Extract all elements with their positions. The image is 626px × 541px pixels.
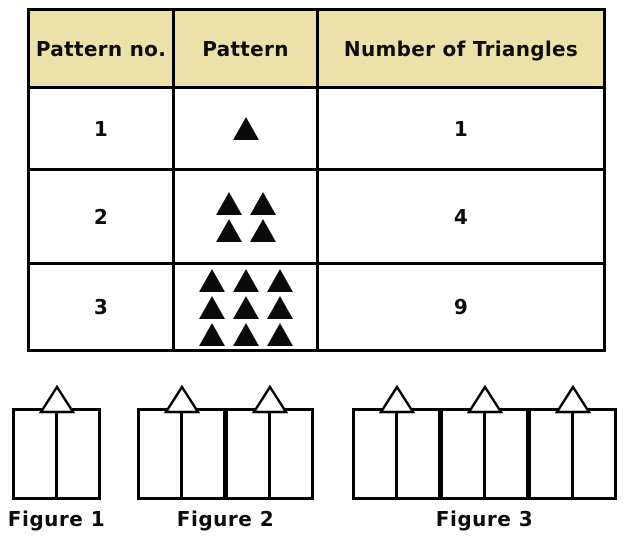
triangle-count-cell: 9 — [316, 262, 606, 352]
solid-triangle-icon — [266, 268, 293, 292]
solid-triangle-icon — [249, 218, 276, 242]
solid-triangle-icon — [266, 322, 293, 346]
table-row: 1 1 — [27, 86, 606, 171]
pattern-no-cell: 3 — [27, 262, 175, 352]
header-number-of-triangles: Number of Triangles — [316, 8, 606, 89]
triangle-grid — [232, 117, 259, 140]
solid-triangle-icon — [198, 295, 225, 319]
pattern-cell — [172, 168, 319, 265]
house-unit — [137, 384, 226, 500]
outline-triangle-icon — [251, 384, 288, 414]
pattern-cell — [172, 262, 319, 352]
header-pattern-no: Pattern no. — [27, 8, 175, 89]
pattern-table: Pattern no. Pattern Number of Triangles … — [27, 8, 606, 352]
house-row — [352, 384, 617, 500]
figure-label: Figure 1 — [7, 507, 106, 531]
figure-1: Figure 1 — [8, 382, 105, 531]
unit-divider — [268, 411, 271, 497]
unit-divider — [395, 411, 398, 497]
outline-triangle-icon — [163, 384, 200, 414]
solid-triangle-icon — [266, 295, 293, 319]
solid-triangle-icon — [232, 117, 259, 140]
house-unit — [352, 384, 441, 500]
pattern-no-cell: 2 — [27, 168, 175, 265]
figure-3: Figure 3 — [352, 382, 617, 531]
triangle-count-cell: 4 — [316, 168, 606, 265]
house-unit — [12, 384, 101, 500]
solid-triangle-icon — [232, 295, 259, 319]
solid-triangle-icon — [232, 322, 259, 346]
solid-triangle-icon — [198, 322, 225, 346]
house-unit — [528, 384, 617, 500]
triangle-count-cell: 1 — [316, 86, 606, 171]
pattern-cell — [172, 86, 319, 171]
outline-triangle-icon — [554, 384, 591, 414]
solid-triangle-icon — [232, 268, 259, 292]
table-row: 3 9 — [27, 262, 606, 352]
solid-triangle-icon — [215, 218, 242, 242]
triangle-grid — [198, 268, 293, 346]
table-row: 2 4 — [27, 168, 606, 265]
header-pattern: Pattern — [172, 8, 319, 89]
solid-triangle-icon — [249, 191, 276, 215]
unit-divider — [180, 411, 183, 497]
house-unit — [225, 384, 314, 500]
solid-triangle-icon — [198, 268, 225, 292]
triangle-grid — [215, 191, 276, 242]
figure-2: Figure 2 — [137, 382, 314, 531]
house-row — [12, 384, 101, 500]
unit-divider — [55, 411, 58, 497]
house-unit — [440, 384, 529, 500]
outline-triangle-icon — [378, 384, 415, 414]
pattern-no-cell: 1 — [27, 86, 175, 171]
unit-divider — [571, 411, 574, 497]
figure-label: Figure 3 — [435, 507, 534, 531]
unit-divider — [483, 411, 486, 497]
figure-label: Figure 2 — [176, 507, 275, 531]
house-row — [137, 384, 314, 500]
table-header-row: Pattern no. Pattern Number of Triangles — [27, 8, 606, 89]
solid-triangle-icon — [215, 191, 242, 215]
outline-triangle-icon — [466, 384, 503, 414]
outline-triangle-icon — [38, 384, 75, 414]
